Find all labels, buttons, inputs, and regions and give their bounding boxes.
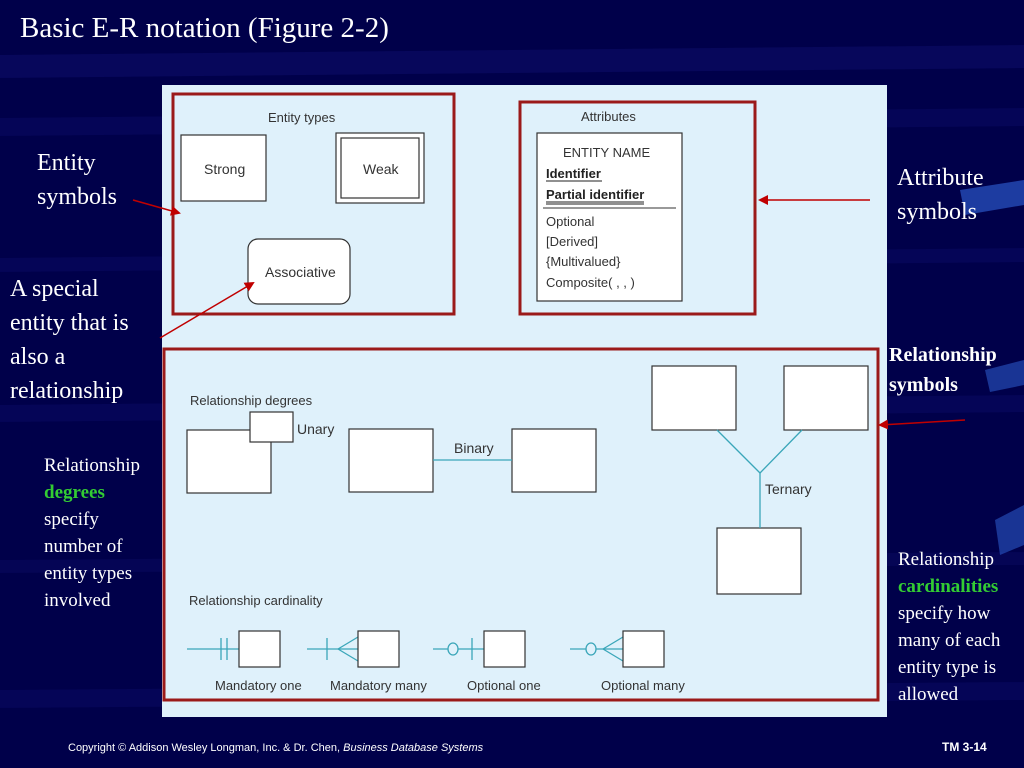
special-entity-line-1: A special <box>10 276 99 302</box>
arrow-entity-symbols <box>132 199 181 216</box>
optional-one-label: Optional one <box>467 678 541 693</box>
identifier-label: Identifier <box>546 166 601 181</box>
degrees-line-4: number of <box>44 536 123 557</box>
entity-types-frame <box>171 92 456 316</box>
entity-symbols-line-2: symbols <box>37 184 118 210</box>
entity-name-label: ENTITY NAME <box>563 145 650 160</box>
entity-symbols-annotation: Entity symbols <box>37 146 117 214</box>
special-entity-annotation: A special entity that is also a relation… <box>10 272 129 408</box>
degrees-annotation: Relationship degrees specify number of e… <box>44 452 140 614</box>
mandatory-many-label: Mandatory many <box>330 678 427 693</box>
special-entity-line-4: relationship <box>10 378 124 404</box>
attributes-heading: Attributes <box>581 109 636 124</box>
associative-entity-symbol: Associative <box>247 238 351 305</box>
optional-label: Optional <box>546 214 595 229</box>
slide-title: Basic E-R notation (Figure 2-2) <box>20 12 389 44</box>
entity-types-heading: Entity types <box>268 110 336 125</box>
page-number: TM 3-14 <box>942 740 987 754</box>
cardinalities-line-5: entity type is <box>898 657 997 678</box>
associative-label: Associative <box>265 264 336 280</box>
unary-label: Unary <box>297 421 334 437</box>
strong-label: Strong <box>204 161 245 177</box>
attribute-symbols-line-1: Attribute <box>897 165 984 191</box>
attribute-symbols-annotation: Attribute symbols <box>897 161 984 229</box>
degrees-line-3: specify <box>44 509 99 530</box>
cardinalities-line-6: allowed <box>898 684 959 705</box>
relationship-symbols-line-2: symbols <box>889 374 958 396</box>
partial-identifier-label: Partial identifier <box>546 187 644 202</box>
ternary-label: Ternary <box>765 481 812 497</box>
composite-label: Composite( , , ) <box>546 275 635 290</box>
attributes-frame <box>518 100 757 316</box>
degrees-line-5: entity types <box>44 563 133 584</box>
binary-symbol: Binary <box>348 428 597 493</box>
degrees-highlight: degrees <box>44 482 105 503</box>
unary-symbol: Unary <box>186 411 334 494</box>
arrow-associative <box>159 281 255 339</box>
relationship-cardinality-heading: Relationship cardinality <box>189 593 323 608</box>
relationship-degrees-heading: Relationship degrees <box>190 393 313 408</box>
optional-one-symbol: Optional one <box>433 630 541 693</box>
relationship-frame <box>162 347 880 702</box>
arrow-relationship-symbols <box>878 419 966 430</box>
relationship-symbols-annotation: Relationship symbols <box>889 340 997 400</box>
relationship-symbols-line-1: Relationship <box>889 344 997 366</box>
optional-many-label: Optional many <box>601 678 685 693</box>
mandatory-one-label: Mandatory one <box>215 678 302 693</box>
multivalued-label: {Multivalued} <box>546 254 621 269</box>
copyright-text: Copyright © Addison Wesley Longman, Inc.… <box>68 742 344 754</box>
optional-many-symbol: Optional many <box>570 630 685 693</box>
ternary-symbol: Ternary <box>651 365 869 595</box>
cardinalities-line-4: many of each <box>898 630 1001 651</box>
book-title: Business Database Systems <box>343 742 484 754</box>
special-entity-line-3: also a <box>10 344 66 370</box>
special-entity-line-2: entity that is <box>10 310 129 336</box>
attribute-symbols-line-2: symbols <box>897 199 978 225</box>
er-figure: Entity types Strong Weak Associative Att… <box>162 85 887 717</box>
attribute-entity-box: ENTITY NAME Identifier Partial identifie… <box>536 132 683 302</box>
weak-entity-symbol: Weak <box>335 132 425 204</box>
strong-entity-symbol: Strong <box>180 134 267 202</box>
cardinalities-annotation: Relationship cardinalities specify how m… <box>898 546 1000 708</box>
cardinalities-highlight: cardinalities <box>898 576 999 597</box>
er-figure-drawing: Entity types Strong Weak Associative Att… <box>162 92 880 702</box>
entity-symbols-line-1: Entity <box>37 150 96 176</box>
footer-copyright: Copyright © Addison Wesley Longman, Inc.… <box>68 742 483 754</box>
degrees-pre: Relationship <box>44 455 141 476</box>
binary-label: Binary <box>454 440 494 456</box>
cardinalities-pre: Relationship <box>898 549 995 570</box>
mandatory-many-symbol: Mandatory many <box>307 630 427 693</box>
degrees-line-6: involved <box>44 590 111 611</box>
derived-label: [Derived] <box>546 234 598 249</box>
mandatory-one-symbol: Mandatory one <box>187 630 302 693</box>
weak-label: Weak <box>363 161 400 177</box>
cardinalities-line-3: specify how <box>898 603 991 624</box>
